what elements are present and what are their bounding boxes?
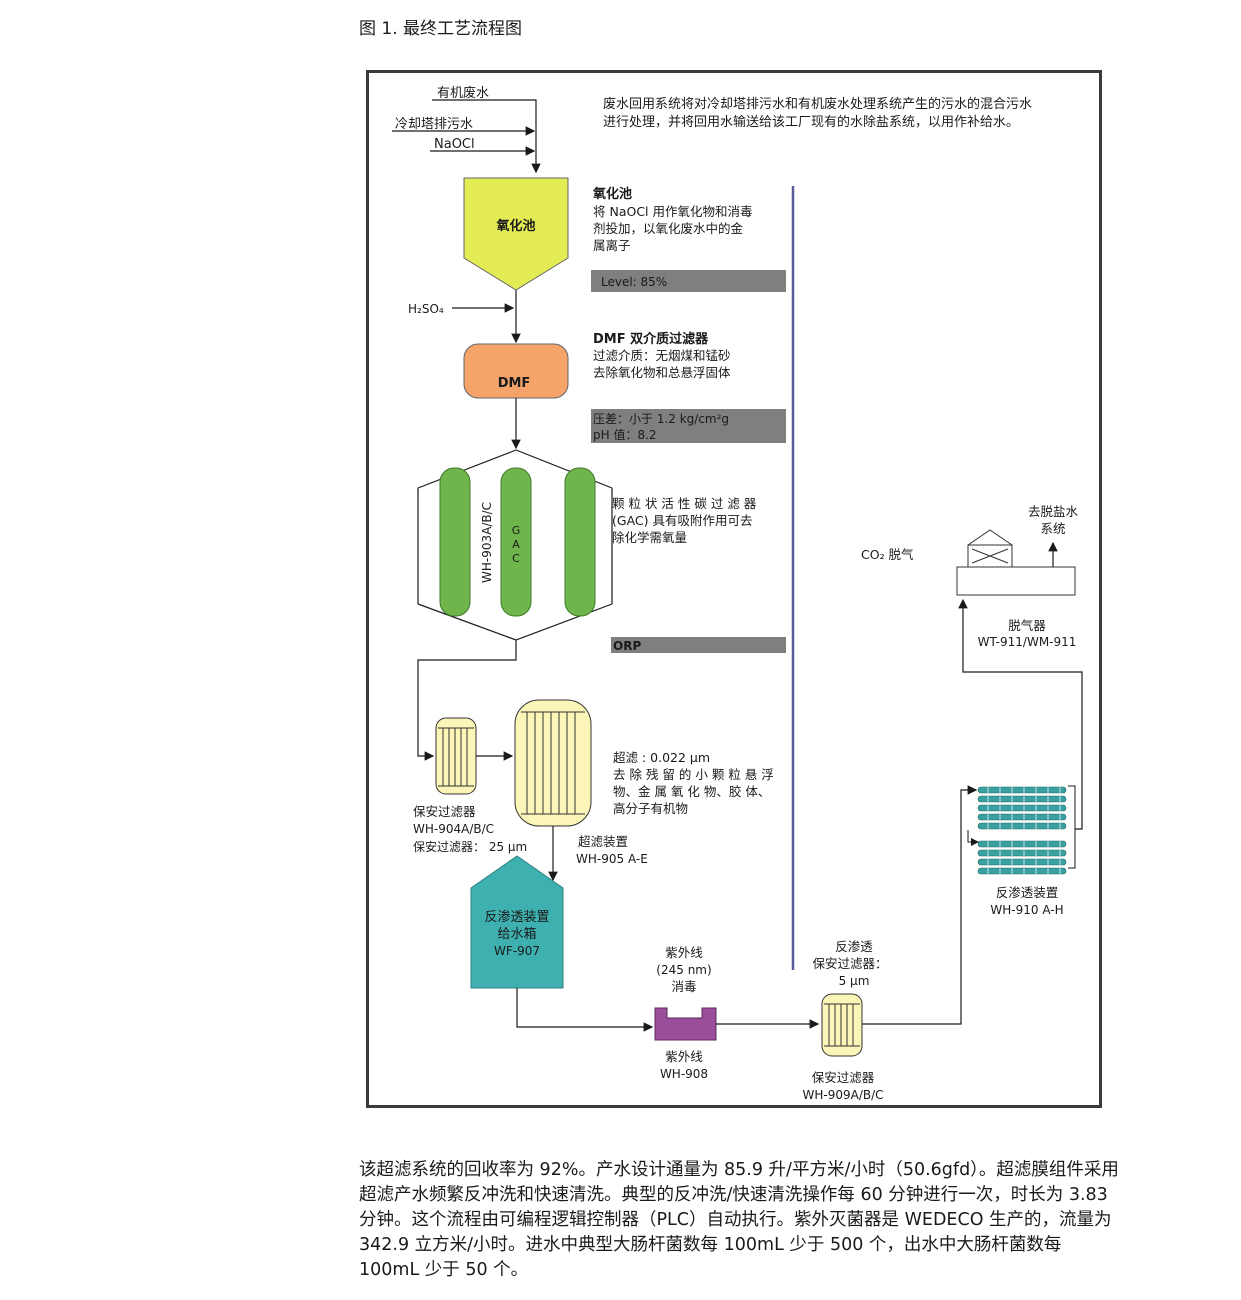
oxidation-desc-3: 属离子 [593,238,631,253]
gac-column-a [439,467,471,617]
cartridge-filter-2 [821,993,863,1057]
cartridge-1-line-1: 保安过滤器 [413,804,476,819]
flow-to-uv [516,988,654,1032]
uf-desc-4: 高分子有机物 [613,801,688,816]
level-status-bar [591,270,786,292]
dmf-label: DMF [498,376,531,391]
gac-letter-c: C [512,552,520,565]
degasser [956,529,1076,596]
cartridge-2-top-2: 保安过滤器： [812,956,887,971]
gac-desc-3: 除化学需氧量 [612,530,687,545]
cartridge-filter-1 [435,717,477,795]
dmf-desc-2: 去除氧化物和总悬浮固体 [593,365,731,380]
body-paragraph: 该超滤系统的回收率为 92%。产水设计通量为 85.9 升/平方米/小时（50.… [359,1160,1119,1280]
gac-desc-1: 颗 粒 状 活 性 碳 过 滤 器 [612,496,757,511]
intro-line-1: 废水回用系统将对冷却塔排污水和有机废水处理系统产生的污水的混合污水 [603,96,1032,112]
gac-letter-a: A [512,538,520,551]
oxidation-desc-2: 剂投加，以氧化废水中的金 [593,221,744,236]
gac-column-b [500,467,532,617]
degas-line-2: WT-911/WM-911 [978,635,1077,649]
dmf-status-2: pH 值：8.2 [593,427,657,442]
gac-inlet-manifold [417,449,613,489]
gac-side-lines [417,488,613,604]
dmf-title: DMF 双介质过滤器 [593,331,709,347]
oxidation-desc-1: 将 NaOCl 用作氧化物和消毒 [593,204,753,219]
uv-top-2: (245 nm) [656,963,711,977]
uf-desc-1: 超滤 : 0.022 μm [613,750,710,765]
uf-unit [514,699,592,827]
uv-top-3: 消毒 [671,979,696,994]
uf-line-2: WH-905 A-E [576,852,648,866]
flow-to-cartridge-1 [417,640,517,761]
figure-caption: 图 1. 最终工艺流程图 [359,19,523,39]
input-organic-label: 有机废水 [437,85,489,101]
gac-desc-2: (GAC) 具有吸附作用可去 [612,513,752,528]
ro-skid [967,785,1076,875]
gac-column-c [564,467,596,617]
degas-out-1: 去脱盐水 [1028,504,1079,519]
co2-degas-label: CO₂ 脱气 [861,547,914,562]
input-cooling-label: 冷却塔排污水 [395,117,473,132]
uv-bottom-2: WH-908 [660,1067,708,1081]
degas-line-1: 脱气器 [1008,618,1046,633]
dmf-desc-1: 过滤介质：无烟煤和锰砂 [593,348,731,363]
dmf-status-bar [591,409,786,443]
uv-top-1: 紫外线 [665,945,703,960]
input-h2so4-label: H₂SO₄ [408,302,444,316]
cartridge-2-bottom-1: 保安过滤器 [812,1070,875,1085]
ro-line-2: WH-910 A-H [990,903,1063,917]
ro-feed-tank [470,855,564,989]
uf-desc-3: 物、金 属 氧 化 物、胶 体、 [613,784,770,799]
input-naocl-label: NaOCl [434,137,475,152]
orp-label: ORP [613,639,641,653]
flow-organic [432,99,541,174]
cartridge-2-top-3: 5 μm [839,974,870,988]
oxidation-title: 氧化池 [592,186,632,202]
ro-tank-line-2: 给水箱 [497,926,536,942]
orp-status-bar [611,637,786,653]
flow-to-degasser [958,598,1083,830]
ro-tank-line-1: 反渗透装置 [484,910,549,925]
ro-line-1: 反渗透装置 [996,885,1059,900]
level-status-text: Level: 85% [601,275,667,289]
uf-line-1: 超滤装置 [578,834,628,849]
cartridge-2-bottom-2: WH-909A/B/C [802,1088,883,1102]
cartridge-2-top-1: 反渗透 [835,939,873,954]
gac-tag: WH-903A/B/C [480,502,494,583]
cartridge-1-line-3: 保安过滤器： 25 μm [413,839,527,854]
diagram-frame [366,70,1102,1108]
uf-desc-2: 去 除 残 留 的 小 颗 粒 悬 浮 [613,767,774,782]
ro-tank-line-3: WF-907 [494,944,540,958]
gac-letter-g: G [512,524,521,537]
dmf-status-1: 压差：小于 1.2 kg/cm²g [593,412,729,426]
intro-line-2: 进行处理，并将回用水输送给该工厂现有的水除盐系统，以用作补给水。 [603,114,1019,130]
cartridge-1-line-2: WH-904A/B/C [413,822,494,836]
oxidation-tank [463,177,569,291]
degas-out-2: 系统 [1040,521,1065,536]
flow-to-ro [862,785,978,1025]
uv-bottom-1: 紫外线 [665,1049,703,1064]
uv-unit [654,1007,717,1041]
oxidation-tank-label: 氧化池 [495,218,535,234]
